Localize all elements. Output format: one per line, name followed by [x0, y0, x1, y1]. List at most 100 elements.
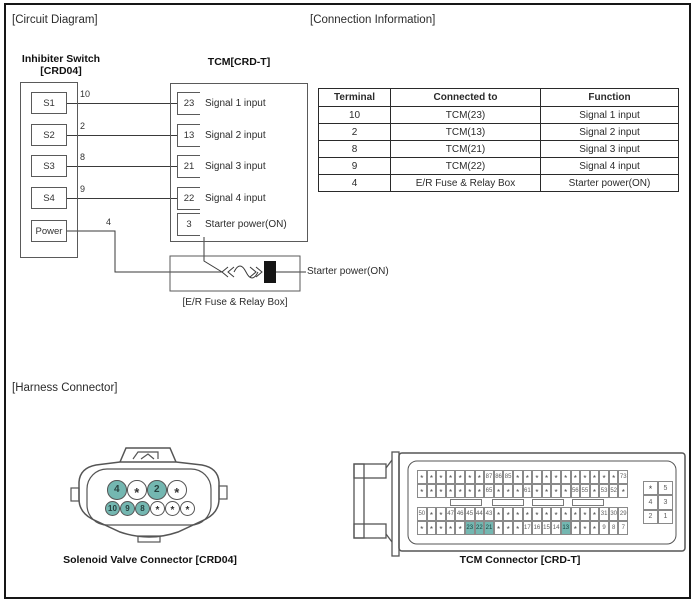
tcm-pin-cell: * — [589, 484, 600, 498]
tcm-pin-cell: 50 — [417, 507, 427, 521]
tcm-pin-cell: * — [560, 484, 571, 498]
tcm-pin-cell: * — [570, 470, 581, 484]
connector-outer-body — [78, 461, 220, 538]
tcm-pin-cell: 13 — [560, 521, 571, 535]
tcm-terminal-3: 3 — [177, 213, 200, 236]
switch-s1: S1 — [31, 92, 67, 114]
tcm-pin-cell: 17 — [522, 521, 533, 535]
bracket-left-bar — [353, 463, 365, 539]
solenoid-pin: * — [167, 480, 187, 500]
cell-connected-to: TCM(22) — [390, 157, 541, 175]
tcm-pin-cell: * — [493, 521, 504, 535]
fuse-squiggle-icon — [233, 265, 259, 279]
tcm-box — [170, 83, 308, 242]
tcm-pin-cell: 61 — [522, 484, 533, 498]
tcm-pin-cell: * — [532, 484, 542, 498]
tcm-pin-cell: * — [532, 507, 542, 521]
tcm-pin-cell: 29 — [618, 507, 629, 521]
tcm-pin-cell: * — [426, 521, 437, 535]
tcm-pin-cell: * — [455, 470, 465, 484]
tcm-side-pin-cell: 2 — [643, 509, 658, 524]
cell-connected-to: E/R Fuse & Relay Box — [390, 174, 541, 192]
fuse-box-outline — [169, 255, 301, 292]
tcm-pin-cell: * — [503, 484, 513, 498]
connection-table: Terminal Connected to Function 10 TCM(23… — [318, 88, 679, 192]
connector-inner-outline — [86, 468, 212, 526]
tcm-side-pin-cell: * — [643, 481, 658, 496]
tcm-outer-body — [398, 452, 686, 552]
tcm-pin-cell: * — [608, 470, 619, 484]
tcm-pin-cell: * — [560, 470, 571, 484]
tcm-pin-cell: 30 — [608, 507, 619, 521]
solenoid-pin: 10 — [105, 501, 120, 516]
tcm-pin-cell: 15 — [541, 521, 552, 535]
starter-power-label: Starter power(ON) — [205, 219, 287, 230]
tcm-pin-cell: * — [532, 470, 542, 484]
tcm-pin-cell: * — [570, 521, 581, 535]
tcm-pin-cell: * — [436, 521, 446, 535]
tcm-pin-cell: * — [426, 470, 437, 484]
starter-power-output-label: Starter power(ON) — [307, 266, 389, 277]
tcm-pin-cell: * — [589, 507, 600, 521]
cell-terminal: 9 — [318, 157, 391, 175]
solenoid-pin: 2 — [147, 480, 167, 500]
switch-power: Power — [31, 220, 67, 242]
bracket-bottom-arm — [353, 523, 387, 539]
tcm-pin-cell: 7 — [618, 521, 629, 535]
tcm-inner-outline — [407, 460, 677, 545]
tcm-pin-cell: * — [503, 521, 513, 535]
connector-flange — [391, 451, 400, 557]
connector-right-tab — [218, 485, 228, 500]
connector-bottom-tab — [137, 535, 161, 543]
tcm-pin-cell: 47 — [445, 507, 456, 521]
cell-terminal: 4 — [318, 174, 391, 192]
tcm-pin-cell: * — [436, 507, 446, 521]
tcm-pin-cell: * — [541, 484, 552, 498]
tcm-pin-cell: * — [522, 507, 533, 521]
tcm-pin-cell: 86 — [493, 470, 504, 484]
cell-function: Signal 2 input — [540, 123, 679, 141]
cell-terminal: 10 — [318, 106, 391, 124]
tcm-pin-cell: * — [512, 521, 523, 535]
table-row: 4 E/R Fuse & Relay Box Starter power(ON) — [318, 174, 679, 192]
tcm-pin-cell: * — [464, 470, 475, 484]
cell-connected-to: TCM(23) — [390, 106, 541, 124]
col-header-connected-to: Connected to — [390, 88, 541, 107]
col-header-function: Function — [540, 88, 679, 107]
solenoid-pin: * — [150, 501, 165, 516]
solenoid-pin: 9 — [120, 501, 135, 516]
tcm-pin-cell: * — [589, 521, 600, 535]
col-header-terminal: Terminal — [318, 88, 391, 107]
cell-function: Signal 3 input — [540, 140, 679, 158]
tcm-pin-cell: * — [436, 484, 446, 498]
key-slot — [532, 499, 564, 506]
key-slot — [572, 499, 604, 506]
tcm-pin-cell: * — [541, 507, 552, 521]
tcm-connector-label: TCM Connector [CRD-T] — [459, 554, 581, 566]
connector-left-tab — [70, 487, 80, 502]
bracket-diag-top — [385, 459, 393, 469]
tcm-pin-cell: * — [455, 521, 465, 535]
tcm-pin-cell: 31 — [599, 507, 609, 521]
wire-number-9: 9 — [80, 184, 86, 194]
tcm-pin-cell: * — [493, 507, 504, 521]
signal-1-label: Signal 1 input — [205, 98, 266, 109]
solenoid-connector-outline — [70, 447, 228, 543]
circuit-diagram-section-title: [Circuit Diagram] — [12, 14, 98, 26]
tcm-pin-cell: 21 — [484, 521, 494, 535]
tcm-pin-cell: * — [541, 470, 552, 484]
tcm-pin-cell: * — [551, 507, 561, 521]
tcm-pin-cell: * — [589, 470, 600, 484]
page-border — [4, 3, 691, 599]
tcm-pin-cell: 65 — [484, 484, 494, 498]
tcm-pin-cell: * — [522, 470, 533, 484]
tcm-pin-cell: 46 — [455, 507, 465, 521]
tcm-pin-cell: 23 — [464, 521, 475, 535]
tcm-pin-cell: * — [464, 484, 475, 498]
tcm-pin-cell: 52 — [608, 484, 619, 498]
fuse-box-label: [E/R Fuse & Relay Box] — [182, 297, 288, 308]
tcm-pin-cell: * — [599, 470, 609, 484]
